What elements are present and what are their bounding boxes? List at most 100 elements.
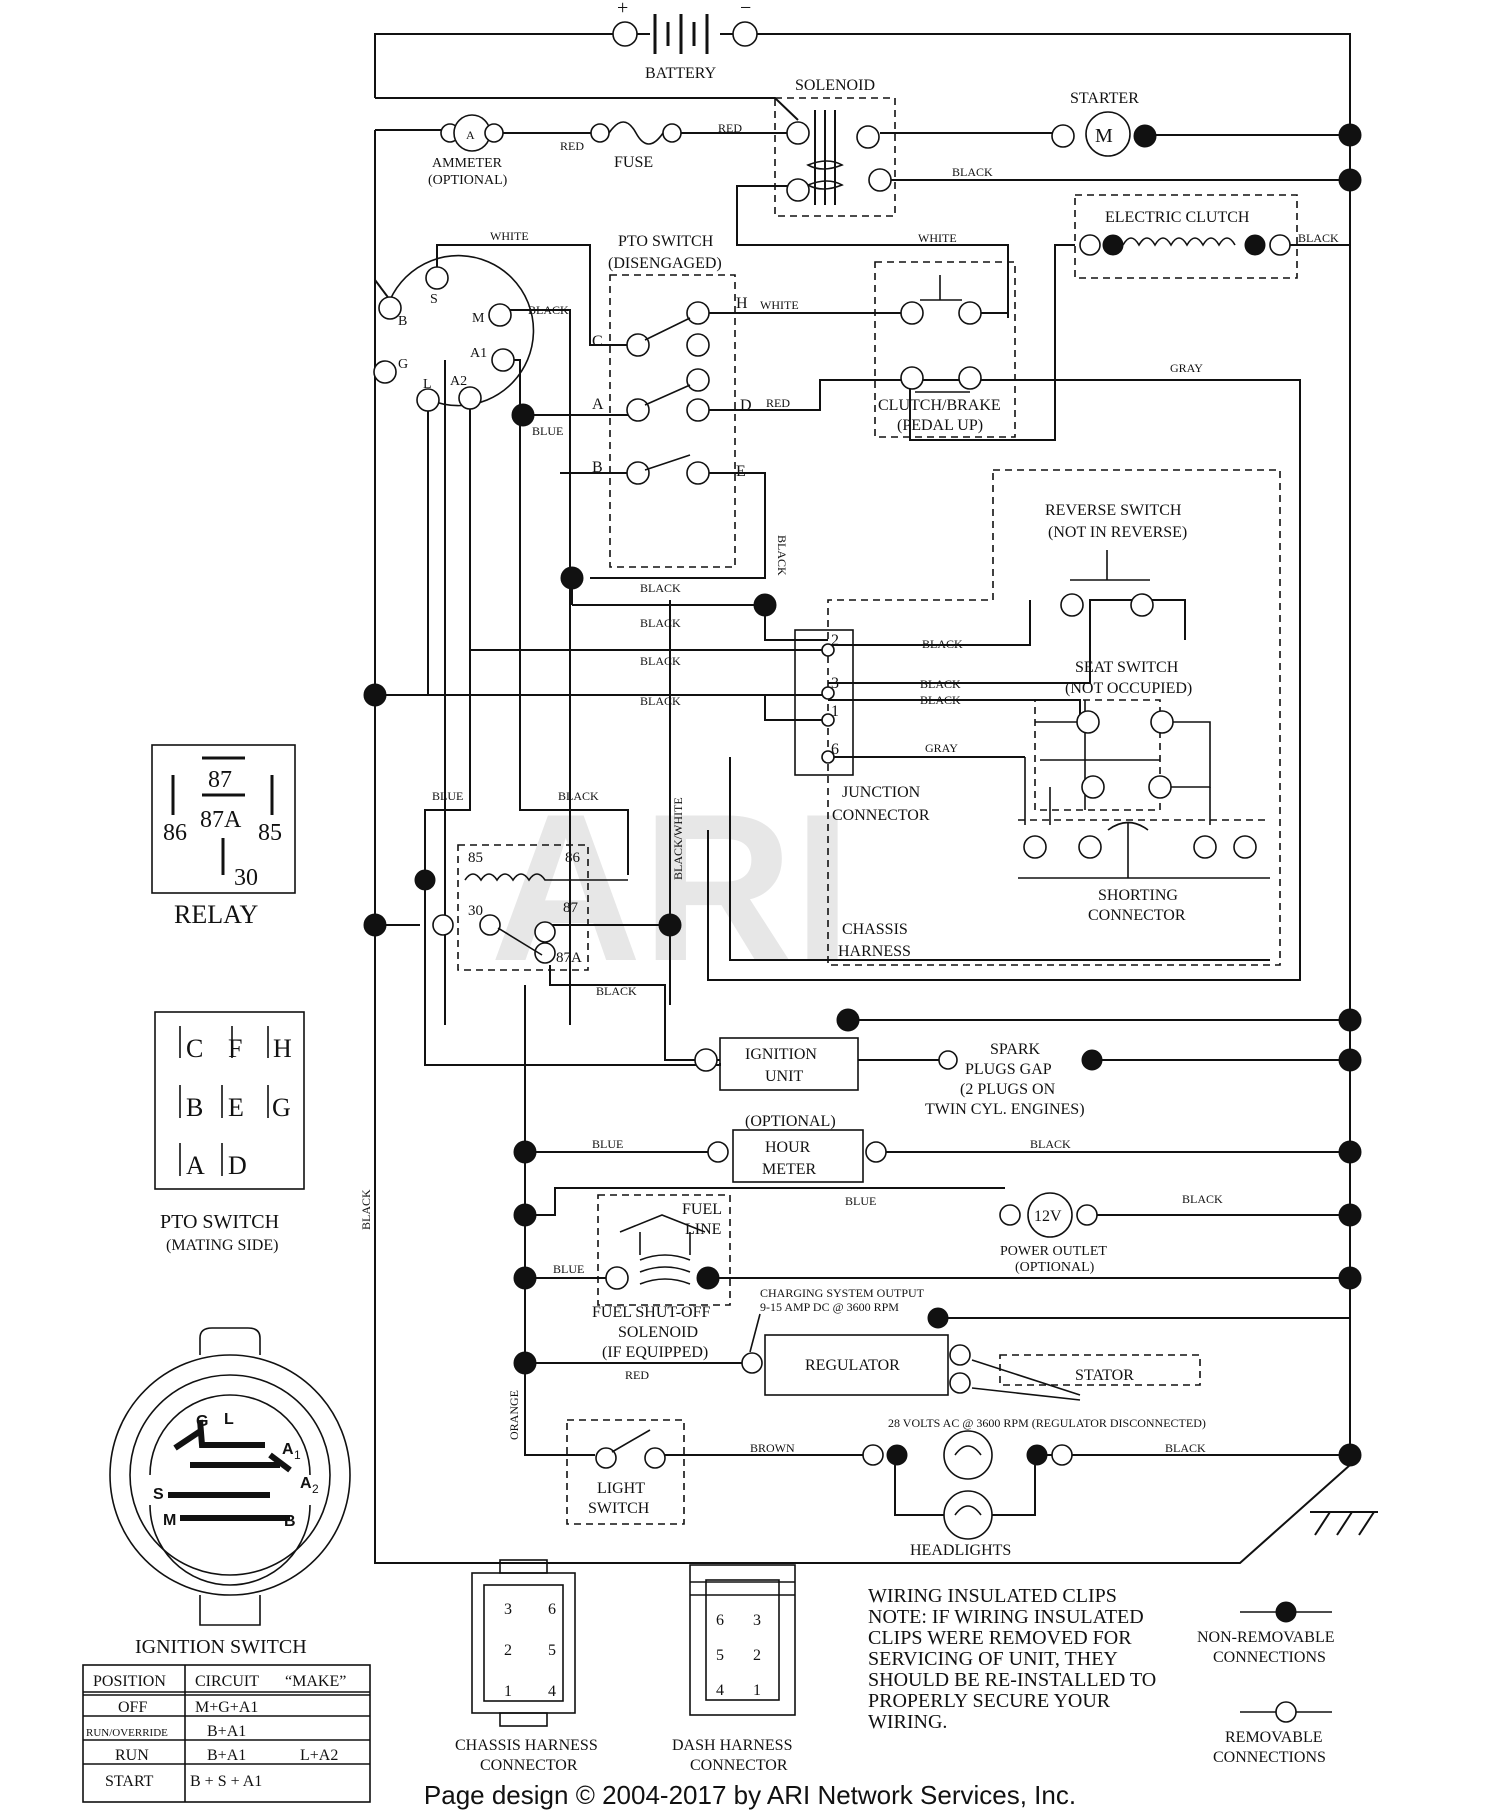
wire-white-2: WHITE: [918, 231, 957, 245]
stator-note: 28 VOLTS AC @ 3600 RPM (REGULATOR DISCON…: [888, 1416, 1206, 1430]
wire-black-left: BLACK: [359, 1189, 373, 1230]
wire-orange: ORANGE: [507, 1390, 521, 1440]
chassis-pin-2: 2: [504, 1642, 512, 1659]
wire-labels: RED RED BLACK WHITE WHITE WHITE BLACK BL…: [359, 121, 1339, 1455]
ign-pin-a2: A2: [450, 374, 467, 389]
regulator: CHARGING SYSTEM OUTPUT 9-15 AMP DC @ 360…: [741, 1286, 1206, 1430]
chassis-harness-label1: CHASSIS: [842, 921, 908, 938]
wire-black-11: BLACK: [1030, 1137, 1071, 1151]
regulator-label: REGULATOR: [805, 1357, 900, 1374]
power-outlet: 12V POWER OUTLET (OPTIONAL): [999, 1192, 1107, 1275]
wire-red-2: RED: [718, 121, 742, 135]
wire-black-3: BLACK: [640, 616, 681, 630]
hour-meter: (OPTIONAL) HOUR METER: [707, 1113, 887, 1183]
clutch-brake-label: CLUTCH/BRAKE: [878, 397, 1001, 414]
wiring-notes: WIRING INSULATED CLIPS NOTE: IF WIRING I…: [868, 1585, 1156, 1733]
main-wiring: [374, 33, 1378, 1564]
junction-pin-1: 1: [831, 703, 839, 720]
table-row3-make: L+A2: [300, 1747, 338, 1764]
pto-mate-title: PTO SWITCH: [160, 1211, 279, 1233]
table-row1-position: OFF: [118, 1699, 147, 1716]
starter: M STARTER: [1051, 90, 1157, 157]
pto-mating-side: C F H B E G A D PTO SWITCH (MATING SIDE): [154, 1011, 305, 1254]
wire-black-2: BLACK: [640, 581, 681, 595]
chassis-harness-area: CHASSIS HARNESS: [827, 469, 1281, 966]
table-row4-position: START: [105, 1773, 154, 1790]
pto-mate-b: B: [186, 1093, 203, 1122]
hour-meter-label1: HOUR: [765, 1139, 811, 1156]
fuel-solenoid-label1: FUEL SHUT-OFF: [592, 1304, 711, 1321]
ammeter-label: AMMETER: [432, 156, 503, 171]
ign-pin-a1: A1: [470, 346, 487, 361]
notes-line6: WIRING.: [868, 1711, 947, 1733]
light-switch: LIGHT SWITCH: [566, 1419, 685, 1525]
wire-white-1: WHITE: [490, 229, 529, 243]
pto-pin-e: E: [736, 463, 746, 480]
electric-clutch: ELECTRIC CLUTCH: [1074, 194, 1298, 279]
splice-dots: [363, 123, 1362, 1467]
ign-diag-a1-sub: 1: [294, 1448, 301, 1462]
relay-pin-87a: 87A: [556, 950, 582, 966]
pto-mate-e: E: [228, 1093, 244, 1122]
ign-diag-g: G: [196, 1413, 208, 1430]
wire-black-m: BLACK: [528, 303, 569, 317]
seat-state: (NOT OCCUPIED): [1065, 680, 1192, 697]
table-row1-circuit: M+G+A1: [195, 1699, 258, 1716]
pto-pin-h: H: [736, 295, 748, 312]
notes-line3: SERVICING OF UNIT, THEY: [868, 1648, 1118, 1670]
table-row2-circuit: B+A1: [207, 1723, 246, 1740]
ignition-switch-diagram: G L A 1 A 2 S M B IGNITION SWITCH: [109, 1327, 351, 1658]
wire-blue-2: BLUE: [432, 789, 463, 803]
power-outlet-note: (OPTIONAL): [1015, 1260, 1095, 1275]
relay-pin-30: 30: [468, 903, 483, 919]
wire-gray-2: GRAY: [925, 741, 958, 755]
legend-nonremovable1: NON-REMOVABLE: [1197, 1629, 1334, 1646]
chassis-pin-1: 1: [504, 1683, 512, 1700]
relay-87a: 87A: [200, 807, 242, 833]
spark-line4: TWIN CYL. ENGINES): [925, 1101, 1085, 1118]
fuel-solenoid-label3: (IF EQUIPPED): [602, 1344, 708, 1361]
light-switch-label2: SWITCH: [588, 1500, 650, 1517]
wire-blue-5: BLUE: [553, 1262, 584, 1276]
seat-switch: SEAT SWITCH (NOT OCCUPIED): [1034, 659, 1211, 811]
chassis-pin-5: 5: [548, 1642, 556, 1659]
notes-line2: CLIPS WERE REMOVED FOR: [868, 1627, 1132, 1649]
headlights-label: HEADLIGHTS: [910, 1542, 1011, 1559]
relay-title: RELAY: [174, 900, 258, 929]
wire-brown: BROWN: [750, 1441, 795, 1455]
ignition-connector-schematic: B S M A1 A2 L G: [373, 254, 535, 412]
dash-conn-label2: CONNECTOR: [690, 1757, 788, 1774]
table-col-position: POSITION: [93, 1673, 166, 1690]
pto-pin-c: C: [592, 333, 603, 350]
table-row3-circuit: B+A1: [207, 1747, 246, 1764]
ignition-unit-label1: IGNITION: [745, 1046, 817, 1063]
ign-diag-a2: A: [300, 1475, 312, 1492]
pto-pin-a: A: [592, 396, 604, 413]
ign-diag-a1: A: [282, 1441, 294, 1458]
solenoid: SOLENOID: [774, 77, 896, 217]
shorting-label1: SHORTING: [1098, 887, 1178, 904]
fuel-line-label2: LINE: [685, 1221, 721, 1238]
legend-nonremovable2: CONNECTIONS: [1213, 1649, 1326, 1666]
ign-pin-b: B: [398, 314, 407, 329]
relay-87: 87: [208, 767, 232, 793]
wire-black-solenoid: BLACK: [952, 165, 993, 179]
wire-gray-1: GRAY: [1170, 361, 1203, 375]
seat-label: SEAT SWITCH: [1075, 659, 1179, 676]
legend-removable2: CONNECTIONS: [1213, 1749, 1326, 1766]
wire-red-3: RED: [625, 1368, 649, 1382]
relay-pinout: 87 87A 86 85 30 RELAY: [151, 744, 296, 929]
shorting-connector: SHORTING CONNECTOR: [1018, 757, 1270, 924]
table-col-make: “MAKE”: [285, 1673, 346, 1690]
headlights: HEADLIGHTS: [862, 1430, 1073, 1559]
dash-pin-1: 1: [753, 1682, 761, 1699]
starter-label: STARTER: [1070, 90, 1139, 107]
wire-black-13: BLACK: [1165, 1441, 1206, 1455]
notes-line4: SHOULD BE RE-INSTALLED TO: [868, 1669, 1156, 1691]
ammeter-note: (OPTIONAL): [428, 173, 508, 188]
pto-state: (DISENGAGED): [608, 255, 722, 272]
pto-mate-f: F: [228, 1034, 242, 1063]
notes-line5: PROPERLY SECURE YOUR: [868, 1690, 1111, 1712]
wire-white-3: WHITE: [760, 298, 799, 312]
ignition-switch-title: IGNITION SWITCH: [135, 1636, 307, 1658]
